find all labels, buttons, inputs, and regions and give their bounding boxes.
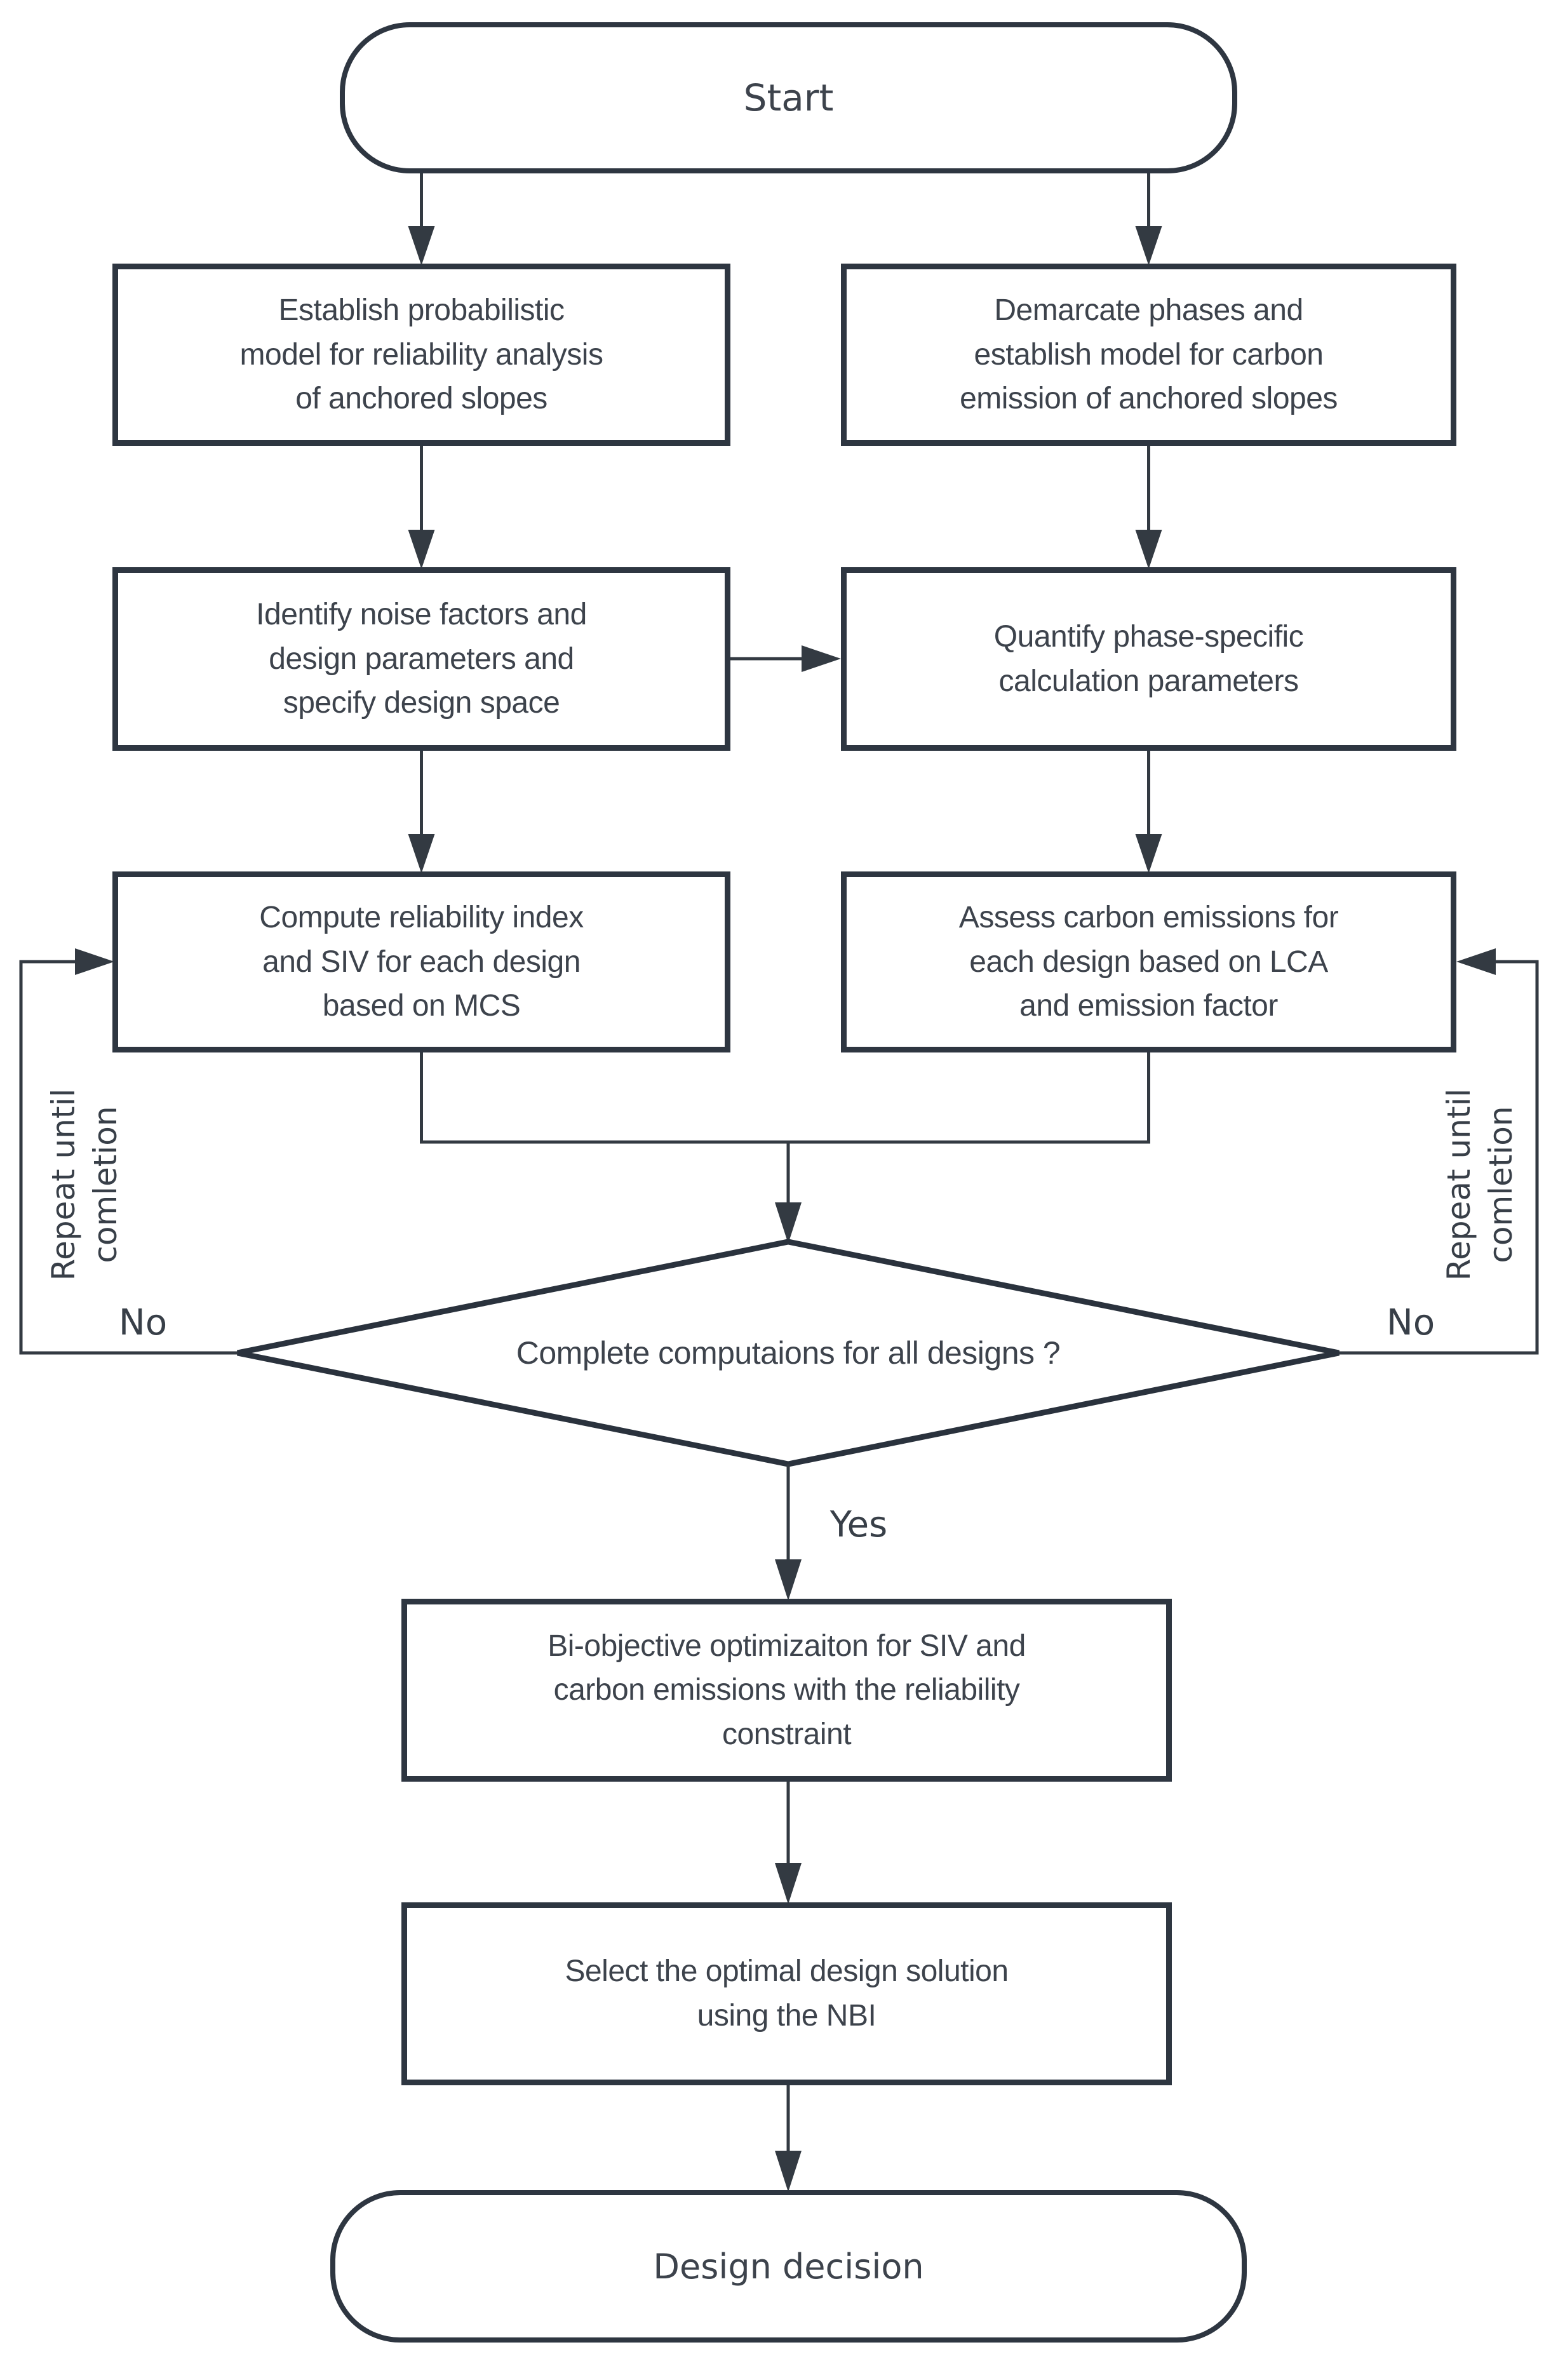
edge-diamond-to-bi-objective <box>775 1464 802 1601</box>
yes-label: Yes <box>829 1503 888 1545</box>
edge-bi-objective-to-select <box>775 1782 802 1904</box>
process-select-optimal-design: Select the optimal design solution using… <box>401 1902 1172 2085</box>
process-label: Assess carbon emissions for each design … <box>958 901 1339 1023</box>
process-label: Establish probabilistic model for reliab… <box>239 293 603 416</box>
edge-start-to-establish <box>408 173 435 266</box>
edge-no-loop-right <box>1339 948 1539 1355</box>
process-bi-objective-optimization: Bi-objective optimizaiton for SIV and ca… <box>401 1599 1172 1782</box>
process-identify-noise-factors: Identify noise factors and design parame… <box>112 567 730 751</box>
edge-identify-to-quantify <box>730 645 841 672</box>
start-terminal: Start <box>340 22 1237 173</box>
process-quantify-parameters: Quantify phase-specific calculation para… <box>841 567 1456 751</box>
edge-demarcate-to-quantify <box>1135 446 1162 569</box>
process-label: Quantify phase-specific calculation para… <box>993 619 1304 698</box>
edge-no-loop-left <box>19 948 238 1355</box>
decision-label: Complete computaions for all designs ? <box>516 1335 1061 1371</box>
no-label-left: No <box>118 1301 168 1343</box>
process-label: Compute reliability index and SIV for ea… <box>259 901 584 1023</box>
repeat-until-completion-label-left: Repeat until comletion <box>45 1088 124 1281</box>
process-demarcate-phases: Demarcate phases and establish model for… <box>841 264 1456 446</box>
process-assess-carbon-emissions: Assess carbon emissions for each design … <box>841 871 1456 1052</box>
edge-select-to-design <box>775 2085 802 2192</box>
edge-merge-to-diamond <box>420 1052 1150 1244</box>
design-decision-terminal: Design decision <box>330 2190 1247 2343</box>
terminal-label: Design decision <box>653 2246 924 2287</box>
process-label: Demarcate phases and establish model for… <box>960 293 1338 416</box>
edge-identify-to-compute <box>408 751 435 873</box>
edge-establish-to-identify <box>408 446 435 569</box>
start-label: Start <box>743 76 834 119</box>
no-label-right: No <box>1386 1301 1435 1343</box>
process-compute-reliability-index: Compute reliability index and SIV for ea… <box>112 871 730 1052</box>
edge-quantify-to-assess <box>1135 751 1162 873</box>
process-establish-probabilistic-model: Establish probabilistic model for reliab… <box>112 264 730 446</box>
process-label: Bi-objective optimizaiton for SIV and ca… <box>547 1629 1026 1751</box>
process-label: Select the optimal design solution using… <box>565 1954 1009 2033</box>
repeat-until-completion-label-right: Repeat until comletion <box>1440 1088 1519 1281</box>
decision-completion-check: Complete computaions for all designs ? <box>238 1242 1339 1464</box>
process-label: Identify noise factors and design parame… <box>256 598 587 720</box>
edge-start-to-demarcate <box>1135 173 1162 266</box>
